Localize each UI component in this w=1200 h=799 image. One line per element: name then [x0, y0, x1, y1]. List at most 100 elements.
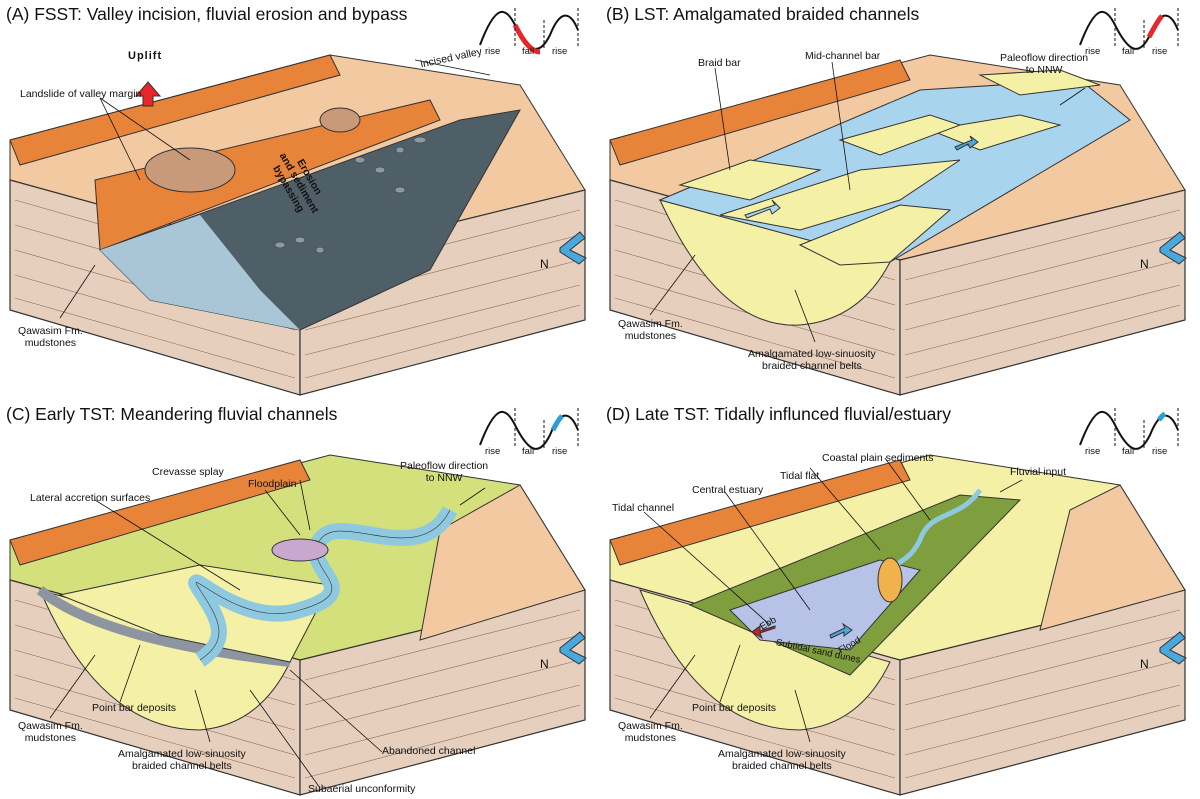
mudstones-label: Qawasim Fm. mudstones	[618, 318, 683, 342]
mud-line1: Qawasim Fm.	[18, 720, 83, 732]
valley-side-right	[419, 484, 586, 641]
subaerial-unconformity-label: Subaerial unconformity	[308, 783, 416, 795]
valley-water-light	[100, 215, 300, 330]
north-arrow-b	[1159, 231, 1187, 265]
central-estuary	[729, 559, 921, 651]
mudstones-label: Qawasim Fm. mudstones	[18, 325, 83, 349]
flow-arrow-1	[744, 199, 781, 219]
paleoflow-label: Paleoflow direction to NNW	[400, 460, 488, 484]
mud-line1: Qawasim Fm.	[18, 325, 83, 337]
panel-d: (D) Late TST: Tidally influnced fluvial/…	[600, 400, 1200, 799]
lateral-accretion-label: Lateral accretion surfaces	[30, 492, 151, 504]
cliff-front	[94, 99, 441, 251]
flow-arrow-2	[954, 135, 979, 151]
north-arrow-a	[559, 231, 587, 265]
curve-fall: fall	[1122, 46, 1135, 57]
north-label: N	[540, 257, 549, 271]
sea-level-curve-a	[479, 8, 579, 55]
block-diagram-d	[609, 408, 1187, 796]
amal-line2: braided channel belts	[731, 760, 832, 772]
curve-rise-2: rise	[1152, 446, 1168, 457]
panel-b: (B) LST: Amalgamated braided channels Br…	[600, 0, 1200, 399]
paleo-line2: to NNW	[1025, 64, 1063, 76]
cliff-back	[609, 59, 911, 166]
cliff-back	[9, 459, 311, 566]
bar-5	[978, 69, 1101, 96]
amal-line1: Amalgamated low-sinuosity	[118, 748, 246, 760]
mud-line1: Qawasim Fm.	[618, 720, 683, 732]
paleo-line1: Paleoflow direction	[400, 460, 489, 472]
uplift-label: Uplift	[128, 50, 163, 62]
amalgamated-label: Amalgamated low-sinuosity braided channe…	[718, 748, 846, 772]
tidal-flat-label: Tidal flat	[780, 470, 820, 482]
landslide-debris-2	[319, 107, 361, 133]
north-label: N	[1140, 257, 1149, 271]
amal-line2: braided channel belts	[131, 760, 232, 772]
crevasse-splay	[271, 538, 329, 562]
fluvial-input-channel	[888, 488, 983, 572]
bar-4	[838, 114, 962, 156]
panel-title: (B) LST: Amalgamated braided channels	[606, 4, 920, 24]
north-arrow-c	[559, 631, 587, 665]
curve-rise-1: rise	[485, 446, 501, 457]
block-diagram-c	[9, 408, 587, 796]
mud-line2: mudstones	[624, 330, 677, 342]
curve-rise-1: rise	[1085, 446, 1101, 457]
point-bar-label: Point bar deposits	[92, 702, 177, 714]
block-right-face	[299, 189, 586, 396]
north-arrow-d	[1159, 631, 1187, 665]
curve-fall: fall	[522, 446, 535, 457]
curve-rise-2: rise	[552, 46, 568, 57]
tidal-channel-label: Tidal channel	[612, 502, 675, 514]
floodplain-label: Floodplain	[248, 478, 297, 490]
curve-rise-2: rise	[552, 446, 568, 457]
mudstones-label: Qawasim Fm. mudstones	[18, 720, 83, 744]
valley-fill-section	[659, 199, 891, 326]
paleo-line1: Paleoflow direction	[1000, 52, 1089, 64]
valley-side-right	[1039, 484, 1186, 631]
curve-rise-1: rise	[485, 46, 501, 57]
panel-title: (D) Late TST: Tidally influnced fluvial/…	[606, 404, 951, 424]
ebb-arrow	[751, 625, 776, 640]
landslide-debris	[144, 147, 236, 193]
mudstones-label: Qawasim Fm. mudstones	[618, 720, 683, 744]
block-right-face	[899, 189, 1186, 396]
valley-fill-section	[639, 589, 891, 731]
braid-bar	[678, 159, 822, 201]
uplift-arrow	[134, 81, 162, 107]
coastal-plain-label: Coastal plain sediments	[822, 452, 934, 464]
crevasse-splay-label: Crevasse splay	[152, 466, 224, 478]
panel-title: (A) FSST: Valley incision, fluvial erosi…	[6, 4, 408, 24]
point-bar-surface	[58, 564, 331, 663]
panel-a: (A) FSST: Valley incision, fluvial erosi…	[0, 0, 600, 399]
gray-unconformity	[36, 586, 291, 667]
point-bar-label: Point bar deposits	[692, 702, 777, 714]
amalgamated-label: Amalgamated low-sinuosity braided channe…	[748, 348, 876, 372]
panel-title: (C) Early TST: Meandering fluvial channe…	[6, 404, 338, 424]
block-diagram-b	[609, 8, 1187, 396]
paleo-line2: to NNW	[425, 472, 463, 484]
central-estuary-label: Central estuary	[692, 484, 764, 496]
panel-c: (C) Early TST: Meandering fluvial channe…	[0, 400, 600, 799]
flood-arrow	[829, 622, 853, 639]
curve-fall: fall	[522, 46, 535, 57]
north-label: N	[1140, 657, 1149, 671]
amal-line1: Amalgamated low-sinuosity	[718, 748, 846, 760]
cliff-back	[609, 459, 911, 566]
paleoflow-label: Paleoflow direction to NNW	[1000, 52, 1088, 76]
mud-line2: mudstones	[24, 337, 77, 349]
curve-fall: fall	[1122, 446, 1135, 457]
cliff-back	[9, 54, 341, 166]
bar-6	[798, 204, 952, 266]
amal-line1: Amalgamated low-sinuosity	[748, 348, 876, 360]
amalgamated-label: Amalgamated low-sinuosity braided channe…	[118, 748, 246, 772]
mud-line2: mudstones	[24, 732, 77, 744]
mud-line2: mudstones	[624, 732, 677, 744]
curve-rise-2: rise	[1152, 46, 1168, 57]
north-label: N	[540, 657, 549, 671]
braid-bar-label: Braid bar	[698, 57, 741, 69]
fluvial-input-label: Fluvial input	[1010, 466, 1067, 478]
mud-line1: Qawasim Fm.	[618, 318, 683, 330]
amal-line2: braided channel belts	[761, 360, 862, 372]
curve-rise-1: rise	[1085, 46, 1101, 57]
